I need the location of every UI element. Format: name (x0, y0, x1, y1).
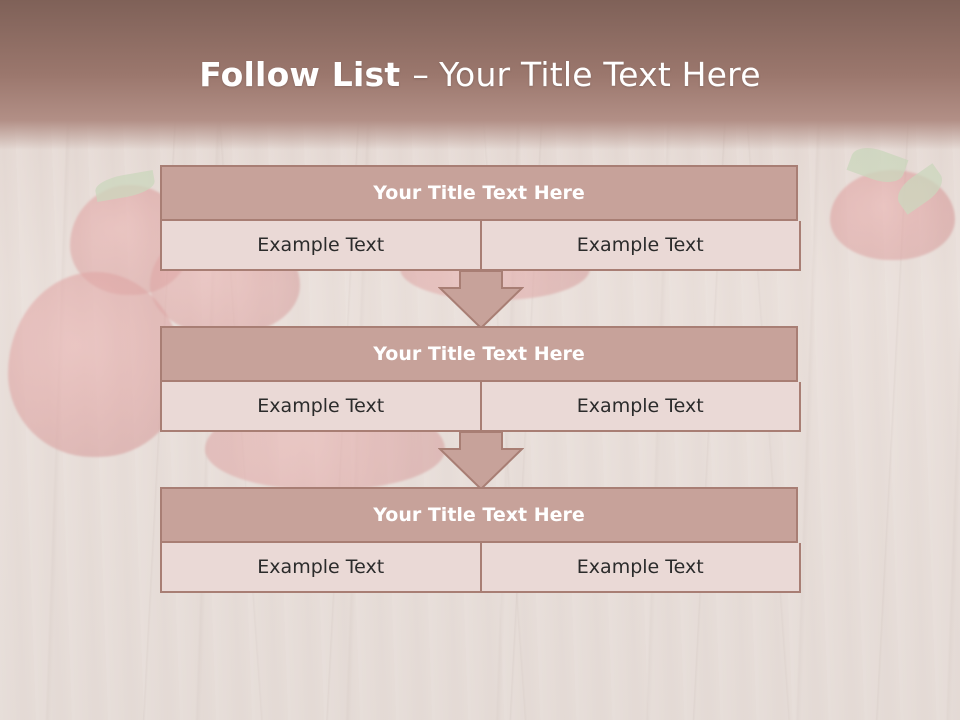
step-row: Example Text Example Text (160, 221, 801, 271)
step-block: Your Title Text Here Example Text Exampl… (160, 326, 801, 432)
slide-title-bold: Follow List (199, 55, 401, 94)
step-title: Your Title Text Here (160, 165, 798, 221)
step-cell-right: Example Text (481, 382, 801, 432)
step-title: Your Title Text Here (160, 487, 798, 543)
step-block: Your Title Text Here Example Text Exampl… (160, 165, 801, 271)
down-arrow-icon (438, 270, 524, 330)
slide-title-rest: Your Title Text Here (439, 55, 761, 94)
step-block: Your Title Text Here Example Text Exampl… (160, 487, 801, 593)
step-cell-left: Example Text (160, 221, 482, 271)
step-cell-left: Example Text (160, 543, 482, 593)
step-row: Example Text Example Text (160, 382, 801, 432)
header-band (0, 0, 960, 150)
slide-title-separator: – (412, 55, 430, 94)
down-arrow-icon (438, 431, 524, 491)
step-cell-right: Example Text (481, 221, 801, 271)
step-title: Your Title Text Here (160, 326, 798, 382)
step-cell-left: Example Text (160, 382, 482, 432)
step-row: Example Text Example Text (160, 543, 801, 593)
step-cell-right: Example Text (481, 543, 801, 593)
slide-title: Follow List–Your Title Text Here (0, 55, 960, 94)
